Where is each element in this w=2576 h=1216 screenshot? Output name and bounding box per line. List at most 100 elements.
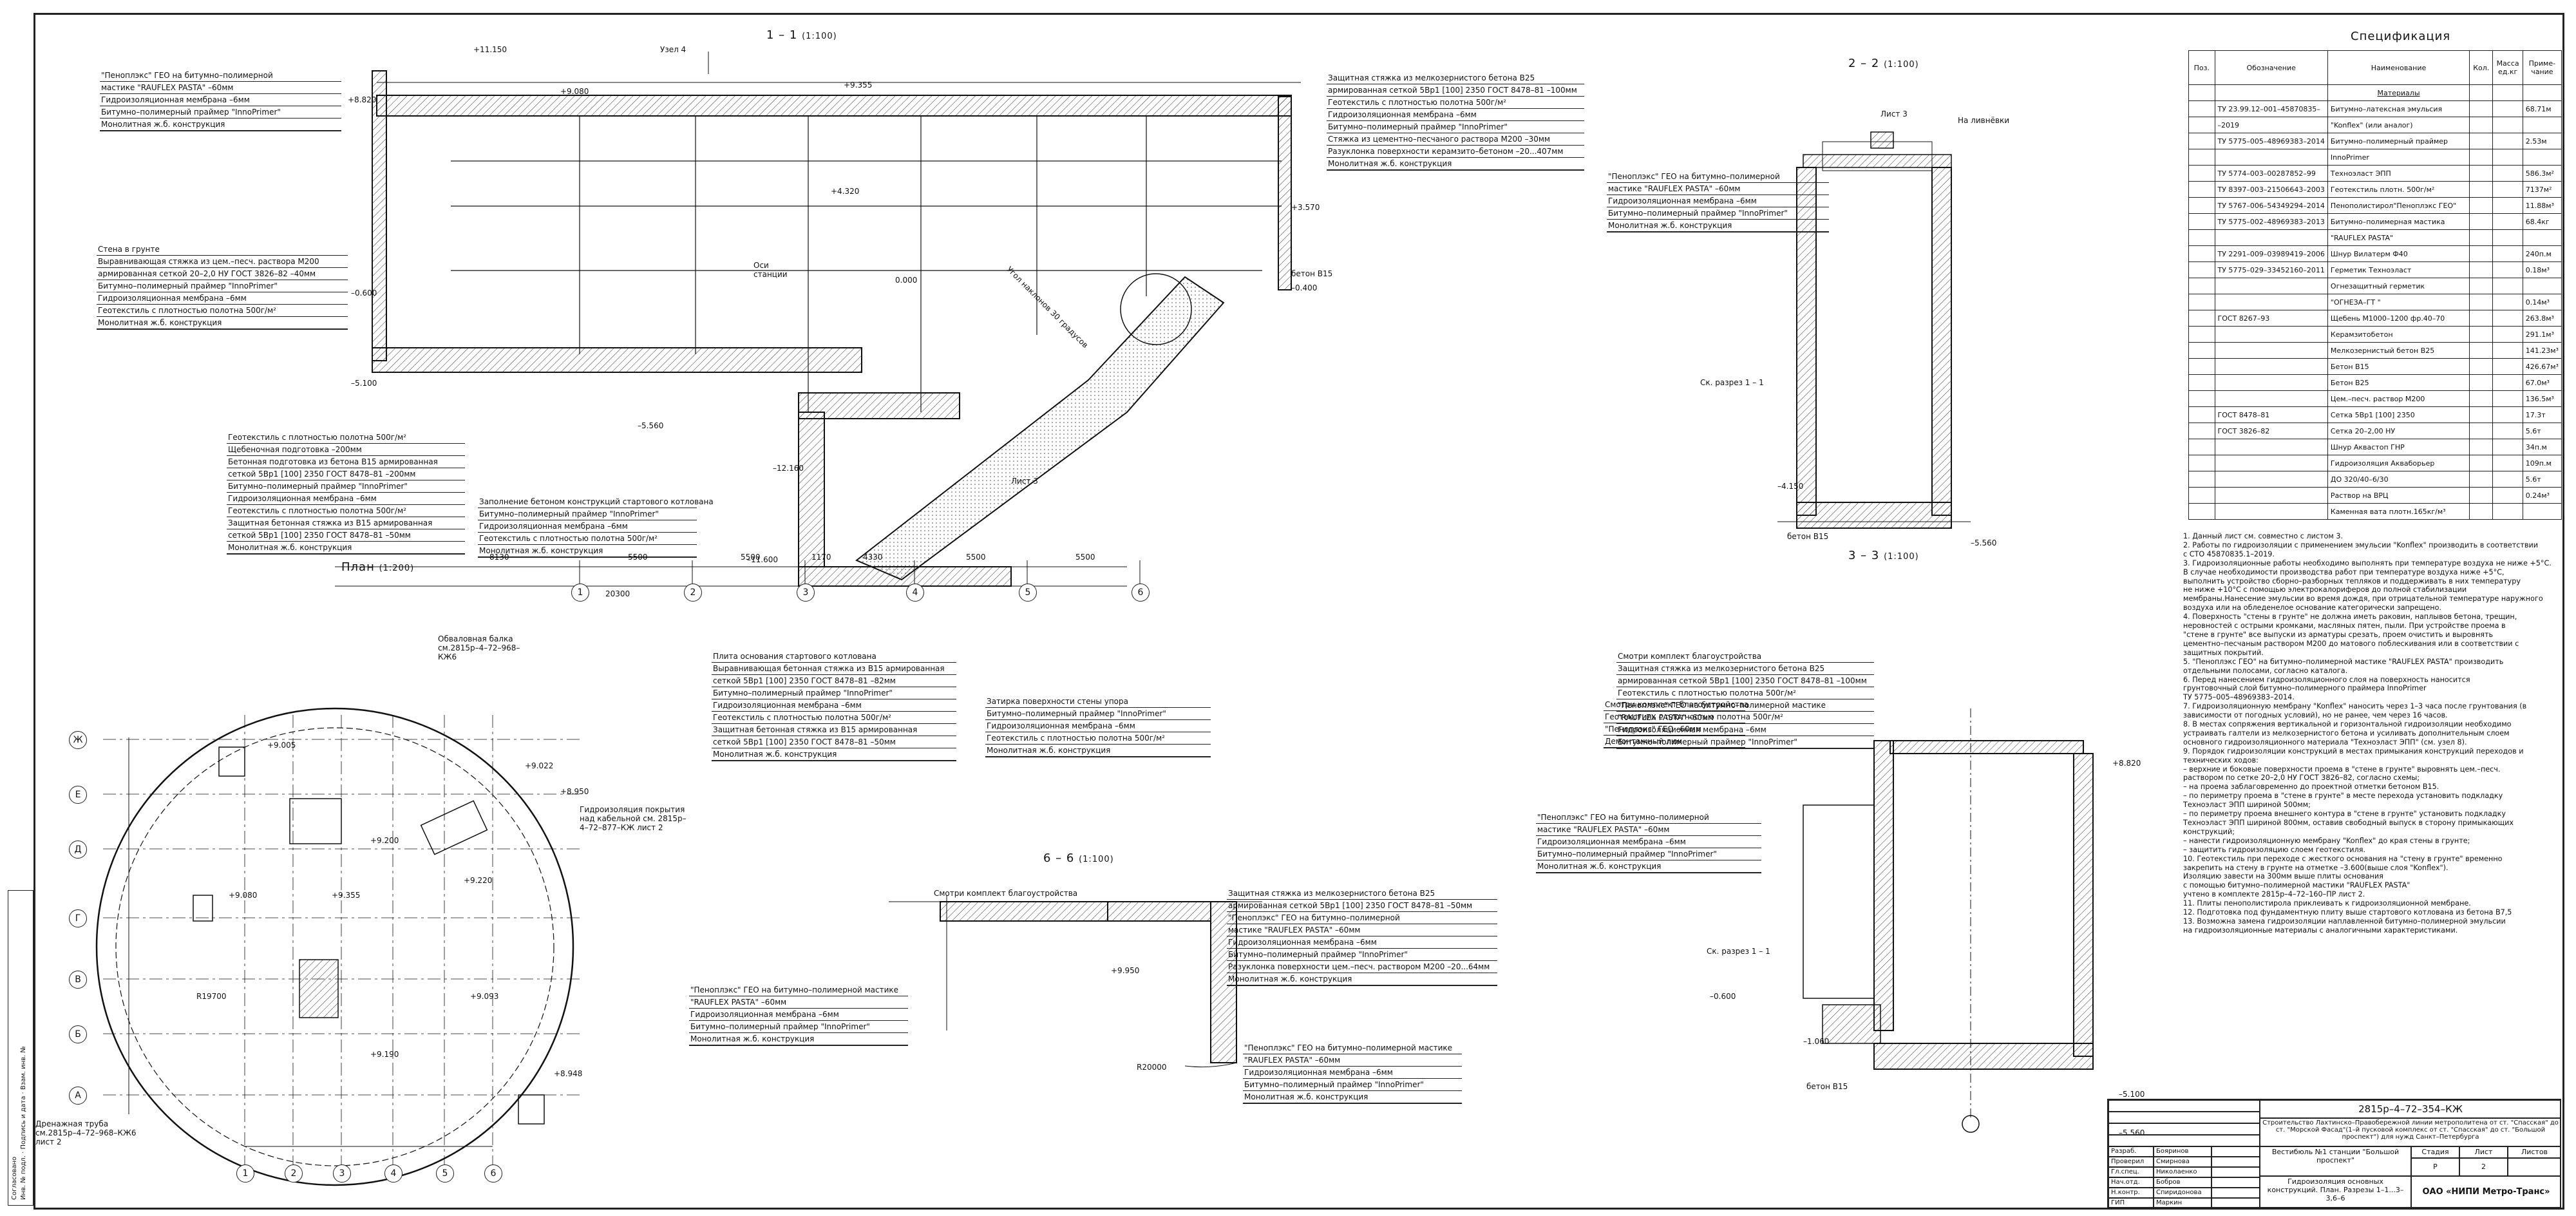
note-6-6-right: "Пеноплэкс" ГЕО на битумно–полимерной ма… [1243, 1042, 1462, 1104]
spec-cell [2469, 149, 2494, 166]
note-line: Гидроизоляционная мембрана –6мм [100, 94, 341, 106]
elevation-label: –12.160 [773, 464, 804, 473]
spec-cell: ТУ 5775–029–33452160–2011 [2214, 261, 2328, 278]
spec-group-title: Материалы [2327, 84, 2470, 101]
general-note-line: учтено в комплекте 2815р–4–72–160–ПР лис… [2183, 890, 2365, 899]
spec-cell [2492, 245, 2523, 262]
note-1-1-bottom-b: Заполнение бетоном конструкций стартовог… [478, 496, 714, 558]
spec-cell: 136.5м³ [2522, 390, 2562, 407]
elevation-label: –5.560 [638, 421, 664, 430]
spec-cell: Техноэласт ЭПП [2327, 165, 2470, 182]
spec-cell [2469, 229, 2494, 246]
spec-cell [2188, 245, 2215, 262]
sheet-ref-label: Лист 3 [1011, 477, 1038, 486]
spec-header-cell: Поз. [2188, 50, 2215, 85]
axis-marker: Ж [69, 731, 87, 749]
spec-cell: 263.8м³ [2522, 310, 2562, 327]
elevation-label: –4.150 [1777, 482, 1804, 491]
note-line: Монолитная ж.б. конструкция [100, 119, 341, 131]
spec-cell [2469, 100, 2494, 117]
note-line: Затирка поверхности стены упора [985, 696, 1211, 708]
signature-name: Николаенко [2154, 1167, 2211, 1177]
spec-cell: 7137м² [2522, 181, 2562, 198]
spec-cell: ГОСТ 8478–81 [2214, 406, 2328, 423]
spec-cell: ТУ 23.99.12–001–45870835– [2214, 100, 2328, 117]
general-note-line: 5. "Пеноплэкс ГЕО" на битумно–полимерной… [2183, 657, 2504, 666]
note-line: Защитная бетонная стяжка из В15 армирова… [227, 517, 465, 529]
spec-cell [2188, 374, 2215, 391]
dimension: 8130 [489, 553, 509, 562]
axis-marker: 1 [236, 1164, 254, 1183]
spec-cell [2214, 358, 2328, 375]
elevation-label: +9.355 [332, 891, 361, 900]
note-line: Геотекстиль с плотностью полотна 500г/м² [97, 305, 348, 317]
note-line: "Пеноплэкс" ГЕО на битумно–полимерной [1607, 171, 1829, 183]
note-line: Гидроизоляционная мембрана –6мм [712, 699, 956, 712]
note-line: "Пеноплэкс" ГЕО на битумно–полимерной ма… [1243, 1042, 1462, 1054]
spec-cell [2214, 374, 2328, 391]
spec-row: –2019"Konflex" (или аналог) [2188, 117, 2562, 133]
signature-role: ГИП [2108, 1198, 2154, 1208]
specification-table: Поз. Обозначение Наименование Кол. Масса… [2188, 50, 2562, 520]
note-line: "Пеноплэкс" ГЕО на битумно–полимерной [100, 70, 341, 82]
axis-marker: 4 [384, 1164, 402, 1183]
note-line: Монолитная ж.б. конструкция [97, 317, 348, 329]
elevation-label: +9.220 [464, 876, 493, 885]
spec-cell [2522, 278, 2562, 294]
spec-cell [2188, 455, 2215, 471]
spec-cell [2469, 310, 2494, 327]
spec-cell [2492, 342, 2523, 359]
spec-cell: Шнур Аквастоп ГНР [2327, 439, 2470, 455]
note-center-2: Затирка поверхности стены упора Битумно–… [985, 696, 1211, 757]
axis-marker: 3 [797, 584, 815, 602]
spec-cell [2469, 406, 2494, 423]
general-note-line: грунтовочный слой битумно–полимерного пр… [2183, 684, 2427, 693]
stage-label: Стадия [2411, 1146, 2459, 1158]
note-line: Смотри комплект благоустройства [1616, 651, 1874, 663]
section-6-6-drawing [889, 895, 1262, 1068]
elevation-label: +9.093 [470, 992, 499, 1001]
spec-cell [2469, 245, 2494, 262]
spec-cell [2214, 503, 2328, 520]
drain-label: На ливнёвки [1958, 116, 2010, 125]
note-line: мастике "RAUFLEX PASTA" –60мм [1536, 824, 1761, 836]
note-line: Битумно–полимерный праймер "InnoPrimer" [478, 508, 697, 520]
note-line: Защитная бетонная стяжка из В15 армирова… [712, 724, 956, 736]
note-line: Выравнивающая стяжка из цем.–песч. раств… [97, 256, 348, 268]
general-note-line: 2. Работы по гидроизоляции с применением… [2183, 540, 2539, 549]
spec-cell [2469, 374, 2494, 391]
object-name: Вестибюль №1 станции "Большой проспект" [2260, 1146, 2411, 1176]
note-line: Битумно–полимерный праймер "InnoPrimer" [712, 687, 956, 699]
note-line: сеткой 5Вр1 [100] 2350 ГОСТ 8478–81 –50м… [712, 736, 956, 748]
sheet-label: Лист [2459, 1146, 2508, 1158]
elevation-label: +9.190 [370, 1050, 399, 1059]
elevation-label: –5.560 [1971, 538, 1997, 547]
dimension: 4330 [863, 553, 883, 562]
note-line: Смотри комплект благоустройства [1604, 699, 1748, 711]
elevation-label: –5.100 [2119, 1090, 2145, 1099]
note-line: "RAUFLEX PASTA" –60мм [1243, 1054, 1462, 1067]
spec-cell: Пенополистирол"Пеноплэкс ГЕО" [2327, 197, 2470, 214]
general-note-line: с помощью битумно–полимерной мастики "RA… [2183, 881, 2410, 890]
general-note-line: 3. Гидроизоляционные работы необходимо в… [2183, 558, 2552, 567]
label-uzel: Узел 4 [660, 45, 687, 54]
sheet-frame [33, 13, 2564, 1210]
dimension-total: 20300 [605, 589, 630, 598]
general-note-line: – на проема заблаговременно до проектной… [2183, 783, 2439, 792]
note-line: Монолитная ж.б. конструкция [712, 748, 956, 761]
spec-cell: "RAUFLEX PASTA" [2327, 229, 2470, 246]
note-line: Геотекстиль с плотностью полотна 500г/м² [478, 533, 697, 545]
spec-row: InnoPrimer [2188, 149, 2562, 166]
note-6-6-left: "Пеноплэкс" ГЕО на битумно–полимерной ма… [689, 984, 908, 1046]
sheet-value: 2 [2459, 1158, 2508, 1176]
spec-cell [2469, 165, 2494, 182]
axis-marker: В [69, 971, 87, 989]
axis-marker: 2 [285, 1164, 303, 1183]
